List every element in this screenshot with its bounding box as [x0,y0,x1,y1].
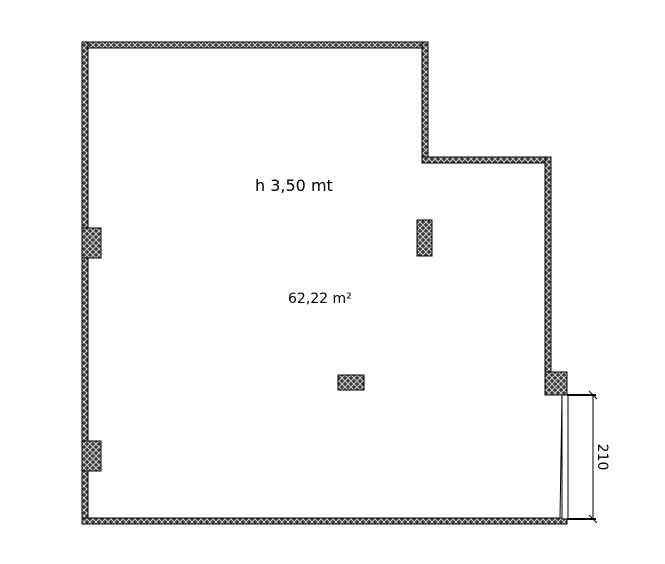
door-frame [561,394,569,520]
wall-bottom [81,517,568,525]
dimension-line [567,390,598,524]
pillar-left-lower [81,440,102,472]
wall-step-horizontal [421,156,552,164]
pillar-door-jamb [544,371,568,396]
wall-right [544,156,552,378]
room-area-label: 62,22 m² [288,291,352,307]
door-dimension-label: 210 [594,444,610,471]
tick-top [588,390,598,400]
walls [81,41,568,525]
door [559,394,569,520]
room-height-label: h 3,50 mt [255,176,333,195]
wall-step-vertical [421,41,429,164]
pillar-center-right [416,219,433,257]
pillar-center-bottom [337,374,365,391]
tick-bottom [588,514,598,524]
pillar-left-upper [81,227,102,259]
wall-top [81,41,429,49]
door-leaf [559,395,563,519]
